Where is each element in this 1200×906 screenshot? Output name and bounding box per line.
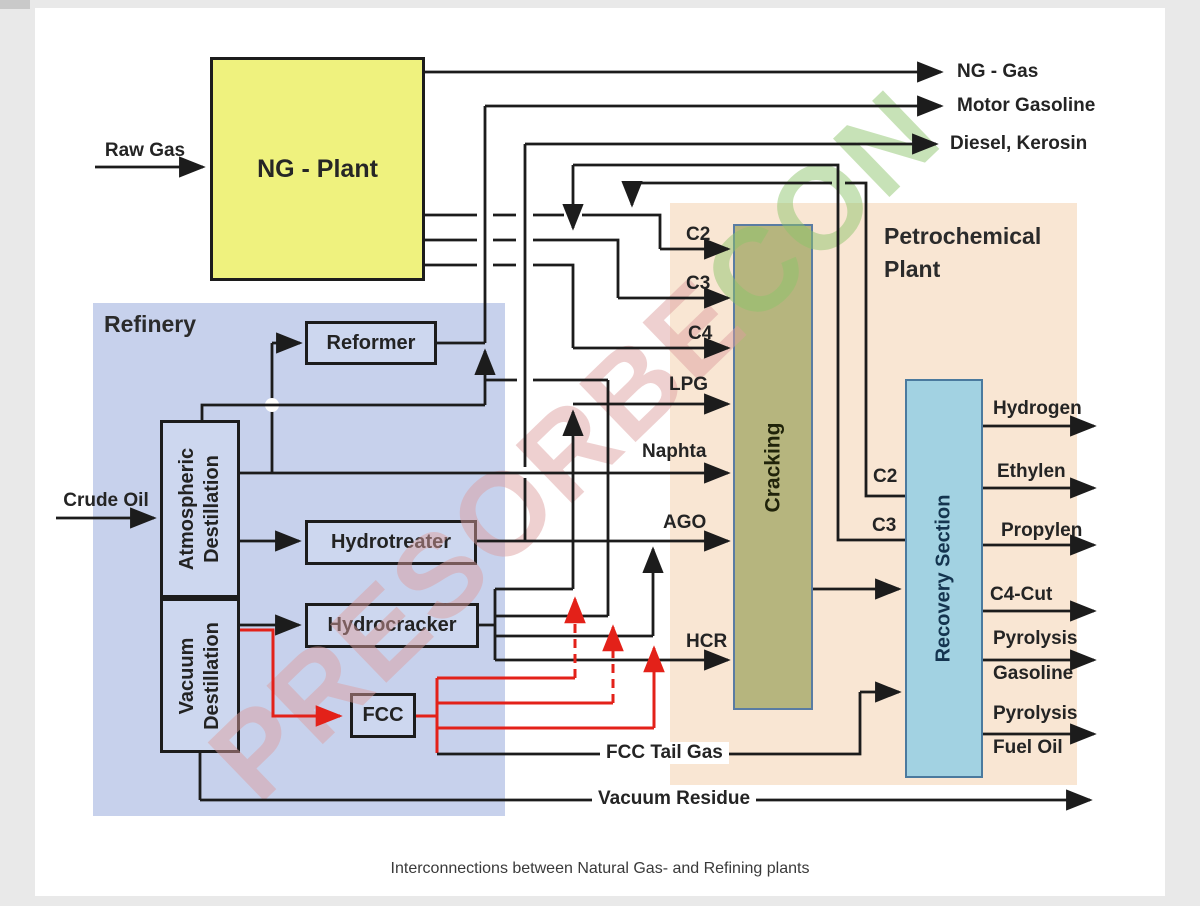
hydrocracker-label: Hydrocracker (327, 614, 457, 636)
fcc-box: FCC (350, 693, 416, 738)
diesel-kerosin-label: Diesel, Kerosin (950, 133, 1088, 154)
corner-notch (0, 0, 30, 9)
flow-ago (477, 530, 731, 638)
reformer-label: Reformer (326, 331, 416, 354)
refinery-label: Refinery (104, 311, 197, 337)
cracking-box: Cracking (733, 224, 813, 710)
flow-c4-feed (425, 263, 731, 359)
flow-motor-gasoline (437, 95, 944, 405)
c4-feed-label: C4 (688, 323, 713, 344)
hydrotreater-box: Hydrotreater (305, 520, 477, 565)
c3-feed-label: C3 (686, 273, 711, 294)
ago-label: AGO (663, 512, 707, 533)
pyrolysis-fuel-oil-label-2: Fuel Oil (993, 737, 1063, 758)
flow-c3-feed (425, 238, 731, 309)
pyrolysis-gasoline-label-1: Pyrolysis (993, 628, 1078, 649)
vacuum-residue-label: Vacuum Residue (592, 788, 757, 810)
petrochemical-plant-label: Petrochemical Plant (884, 223, 1042, 282)
hydrogen-label: Hydrogen (993, 398, 1082, 419)
fcc-tail-gas-label: FCC Tail Gas (600, 742, 729, 764)
hydrotreater-label: Hydrotreater (330, 531, 452, 553)
flow-recovery-outputs (983, 415, 1097, 745)
c3-recycle-label: C3 (872, 515, 897, 536)
fcc-label: FCC (362, 704, 404, 726)
ng-plant-label: NG - Plant (257, 154, 378, 183)
atmospheric-destillation-box: Atmospheric Destillation (160, 420, 240, 598)
ng-gas-label: NG - Gas (957, 61, 1039, 82)
flow-lpg (485, 378, 731, 616)
c2-recycle-label: C2 (873, 466, 898, 487)
pyrolysis-fuel-oil-label-1: Pyrolysis (993, 703, 1078, 724)
ng-plant-box: NG - Plant (210, 57, 425, 281)
hydrocracker-box: Hydrocracker (305, 603, 479, 648)
flow-ad-overhead (200, 403, 485, 422)
lpg-label: LPG (669, 374, 709, 395)
recovery-section-box: Recovery Section (905, 379, 983, 778)
ethylen-label: Ethylen (997, 461, 1066, 482)
flow-hydrocracker (240, 587, 731, 671)
reformer-box: Reformer (305, 321, 437, 365)
crude-oil-label: Crude Oil (63, 490, 149, 511)
flow-fcc-red (240, 596, 665, 753)
flow-c2-feed (425, 213, 731, 260)
figure-caption: Interconnections between Natural Gas- an… (390, 860, 810, 877)
raw-gas-label: Raw Gas (104, 140, 186, 161)
flow-fcc-tail-gas (437, 681, 902, 756)
c4-cut-label: C4-Cut (990, 584, 1053, 605)
naphta-label: Naphta (642, 441, 707, 462)
flow-c2-recycle (621, 181, 905, 498)
flow-c3-recycle (562, 163, 905, 542)
flow-reformer-feed (265, 332, 303, 473)
c2-feed-label: C2 (686, 224, 711, 245)
pyrolysis-gasoline-label-2: Gasoline (993, 663, 1074, 684)
motor-gasoline-label: Motor Gasoline (957, 95, 1096, 116)
flow-diesel-kerosin (523, 133, 939, 541)
propylen-label: Propylen (1001, 520, 1083, 541)
vacuum-destillation-box: Vacuum Destillation (160, 598, 240, 753)
hcr-label: HCR (686, 631, 728, 652)
